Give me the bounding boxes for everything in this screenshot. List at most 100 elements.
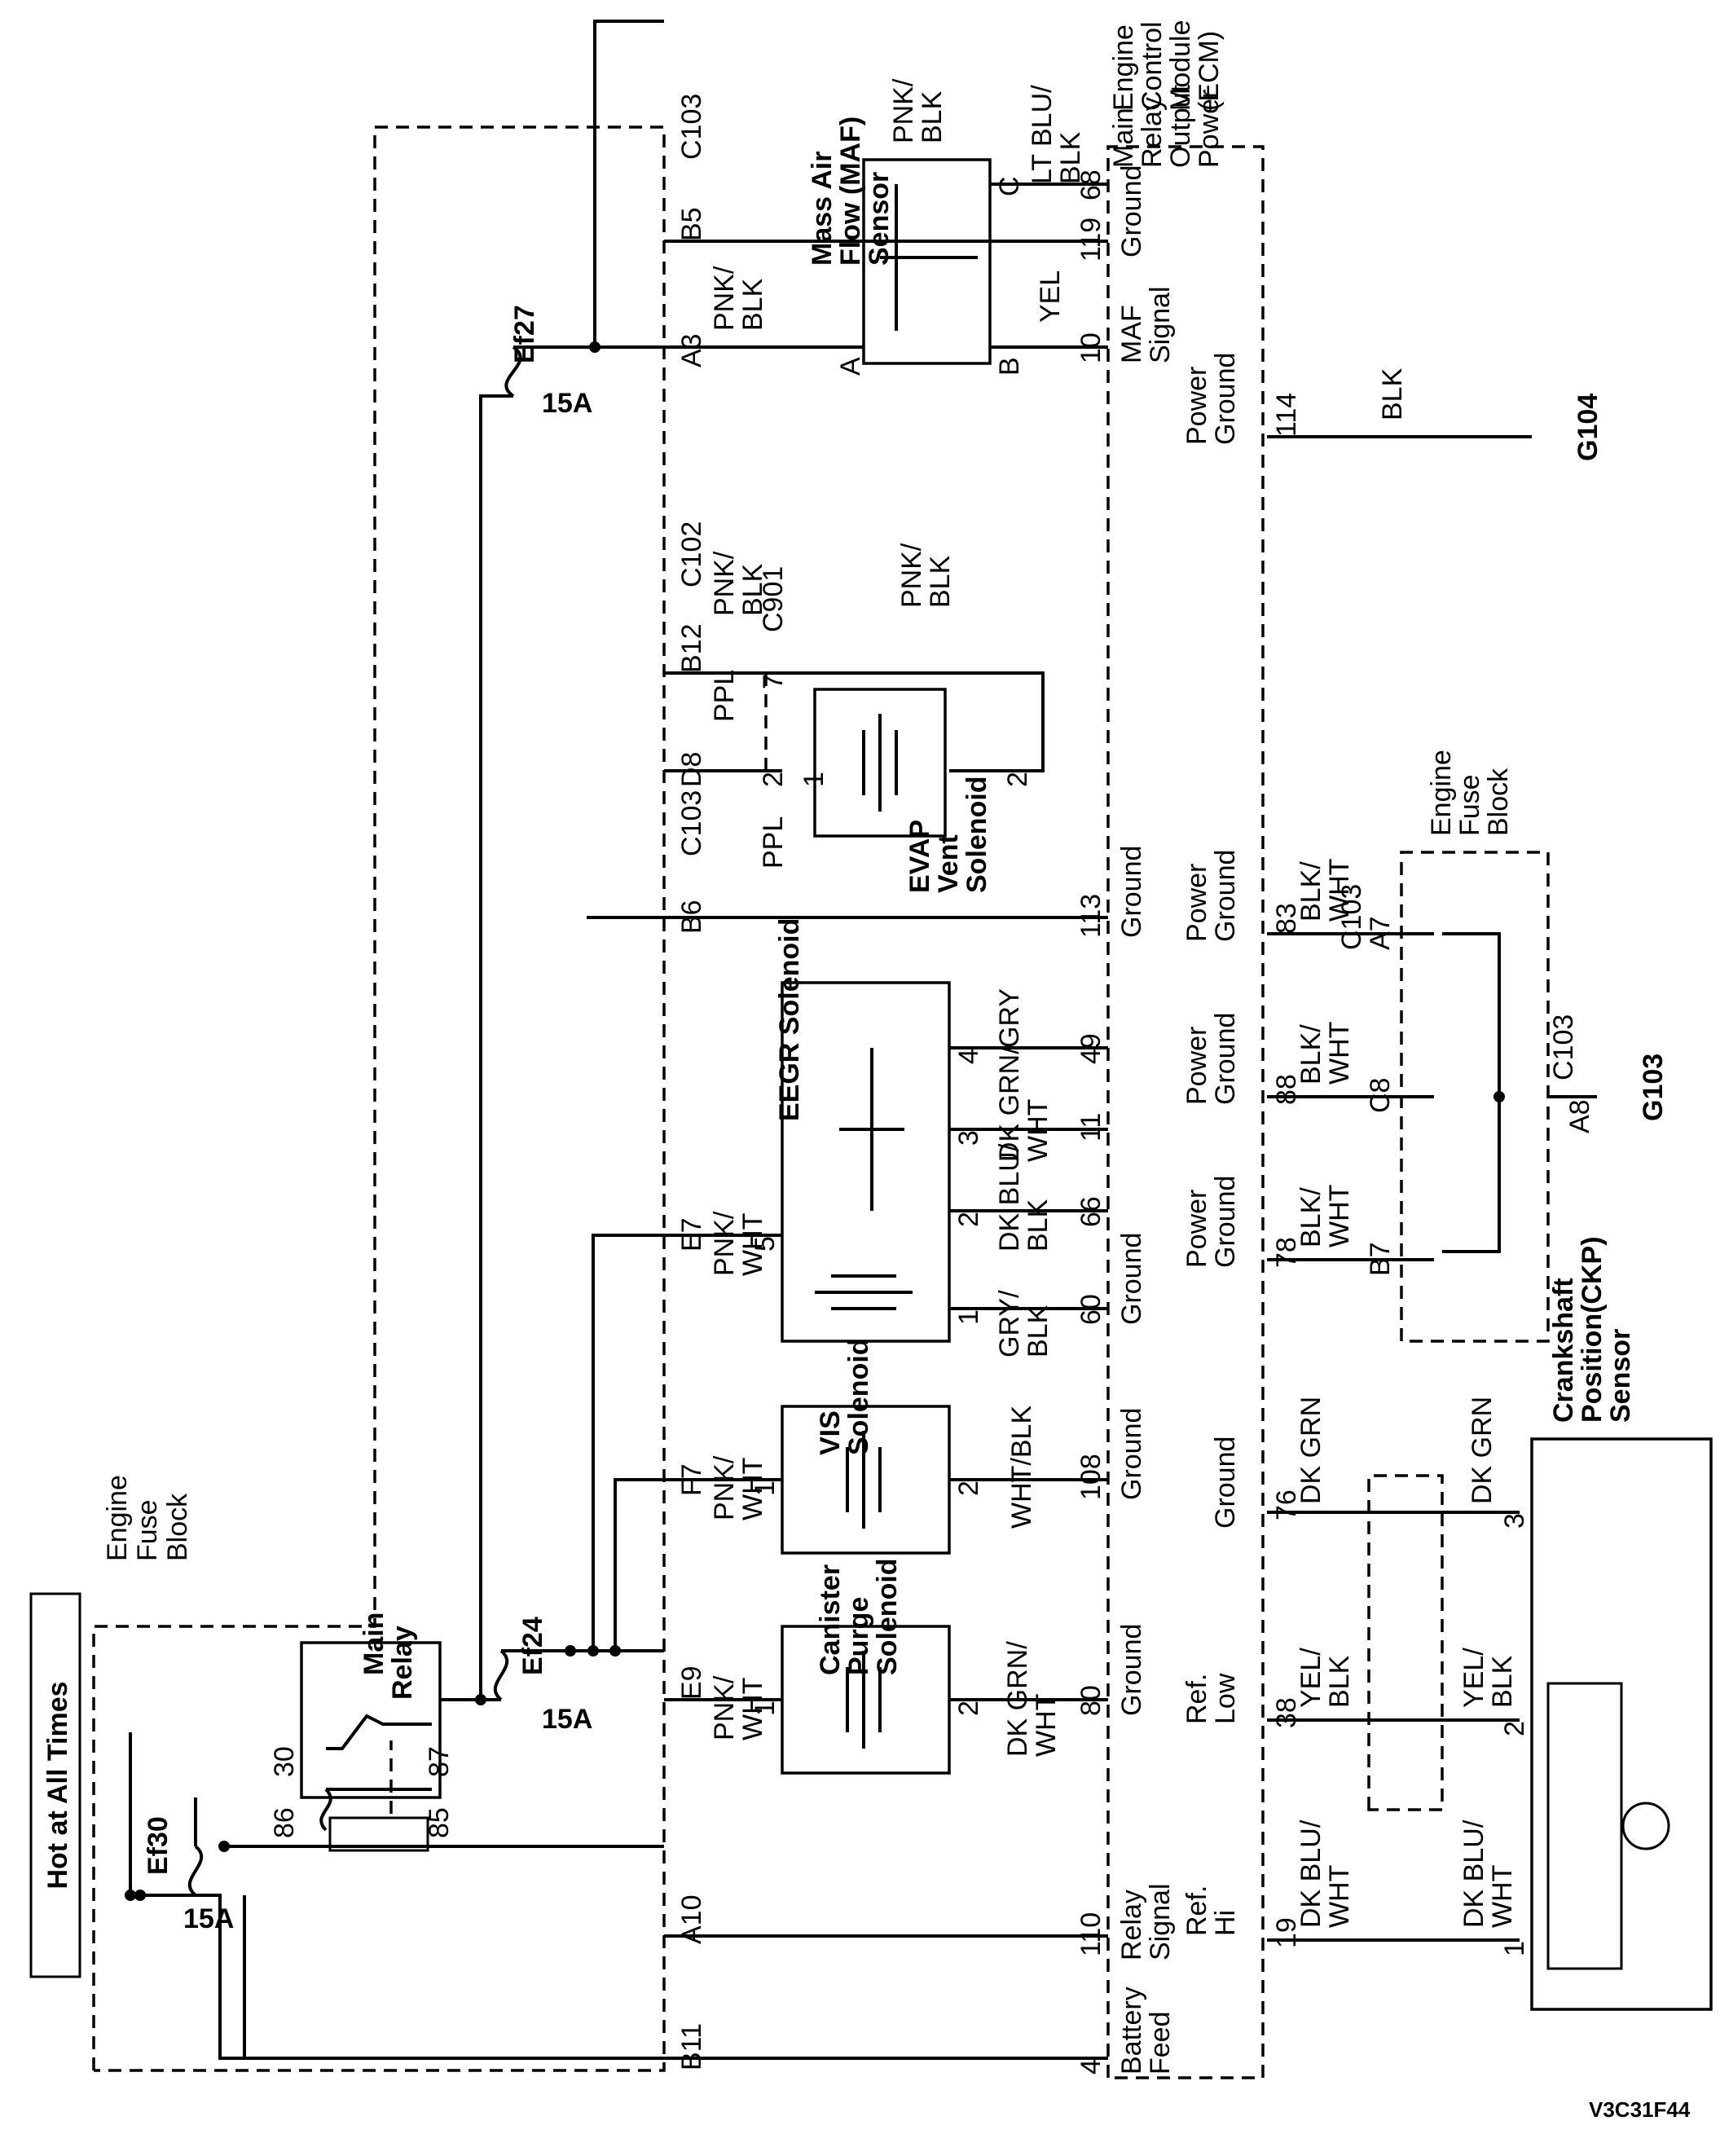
junction [565, 1645, 576, 1657]
ecm-pin: 49 [1076, 1033, 1106, 1064]
ecm-pin-label: MAF [1116, 305, 1147, 363]
wire-label: GRY/ [994, 1290, 1025, 1357]
lower-fuse-block-label-3: Block [1483, 768, 1514, 836]
wire-label: PNK/ [709, 1455, 740, 1520]
wire-label: BLK [1023, 1199, 1054, 1252]
lower-pin-a8: A8 [1564, 1099, 1595, 1133]
junction [125, 1890, 136, 1901]
ecm-pin: 119 [1076, 218, 1106, 262]
canister-label-1: Canister [815, 1564, 846, 1675]
ckp-label-3: Sensor [1605, 1329, 1636, 1423]
wire-label: DK BLU/ [1458, 1819, 1489, 1928]
vis-pin-2: 2 [953, 1481, 984, 1496]
wire-label: PNK/ [896, 543, 927, 608]
battery-feed-to-b11 [243, 1895, 664, 2060]
relay-pin-30: 30 [269, 1746, 300, 1777]
eegr-solenoid [781, 981, 951, 1343]
ground-pin: 76 [1271, 1489, 1302, 1520]
wire-label: PNK/ [888, 78, 919, 143]
canister-label-3: Solenoid [872, 1558, 903, 1675]
maf-label-3: Sensor [864, 172, 895, 266]
ground-pin-label: Power [1181, 1190, 1212, 1268]
solenoid-coil-icon [815, 1274, 913, 1310]
lower-fuse-block-label-2: Fuse [1454, 774, 1485, 836]
maf-label-1: Mass Air [807, 152, 838, 266]
c901-pin-b: 7 [758, 674, 789, 689]
ecm-pin: 68 [1076, 169, 1106, 200]
lower-fuse-block-label-1: Engine [1426, 750, 1457, 836]
connector-pin: E9 [676, 1665, 707, 1700]
wire-label: YEL/ [1295, 1648, 1326, 1708]
fuse-ef24-rating: 15A [542, 1704, 592, 1735]
fuse-ef27-icon [504, 345, 522, 398]
main-relay-label-2: Relay [387, 1626, 418, 1700]
ground-pin: 19 [1271, 1917, 1302, 1948]
ecm-pin-label: Ground [1116, 165, 1147, 257]
c901-pin-a: 2 [758, 772, 789, 787]
relay-resistor-icon [328, 1816, 429, 1852]
wire-label: WHT [737, 1458, 768, 1520]
ground-pin-label: Ground [1210, 1176, 1241, 1268]
wire-label: BLK/ [1295, 1024, 1326, 1085]
ckp-pin-3: 3 [1499, 1513, 1530, 1529]
solenoid-coil-icon [846, 1651, 882, 1749]
ground-pin: 114 [1271, 393, 1302, 437]
maf-label-2: Flow (MAF) [835, 117, 866, 266]
eegr-pin-1: 1 [953, 1309, 984, 1325]
wire-evap-out [782, 671, 1045, 772]
lower-pin-a7: A7 [1365, 916, 1396, 950]
relay-pin-86: 86 [269, 1807, 300, 1838]
engine-fuse-block-label-3: Block [162, 1493, 193, 1561]
lower-ground-bus [1442, 932, 1501, 1253]
canister-pin-2: 2 [953, 1701, 984, 1716]
fuse-ef27-rating: 15A [542, 388, 592, 419]
ecm-pin-labels: 4 Battery Feed 110 Relay Signal 80 Groun… [1076, 84, 1225, 2075]
maf-resistor-icon [880, 184, 978, 331]
wire-label: BLK [737, 278, 768, 331]
ckp-label-1: Crankshaft [1548, 1278, 1579, 1423]
fuse-ef27-name: Ef27 [509, 305, 540, 363]
ckp-shield [1367, 1474, 1444, 1811]
ground-pin-label: Low [1210, 1673, 1241, 1724]
wire-label: WHT [1023, 1099, 1054, 1162]
ground-pin: 83 [1271, 903, 1302, 934]
wire-label: WHT [1031, 1694, 1062, 1757]
eegr-resistor-icon [839, 1048, 904, 1211]
ef27-to-c102 [593, 20, 664, 347]
wire-label: BLK/ [1295, 861, 1326, 922]
wire-label: PNK/ [709, 266, 740, 331]
evap-pin-1: 1 [798, 772, 829, 787]
main-relay-box [300, 1641, 442, 1799]
lower-pin-b7: B7 [1365, 1242, 1396, 1276]
relay-coil-icon [319, 1788, 432, 1832]
ground-pin: 38 [1271, 1697, 1302, 1728]
ecm-pin-label: Signal [1145, 1883, 1176, 1960]
eegr-label: EEGR Solenoid [774, 918, 805, 1121]
wire-label: DK BLU/ [1295, 1819, 1326, 1928]
ecm-pin: 60 [1076, 1294, 1106, 1325]
connector-conn: C103 [676, 790, 707, 856]
wire-label: LT BLU/ [1027, 85, 1058, 184]
ecm-label-4: (ECM) [1194, 31, 1225, 111]
wire-label: WHT [1487, 1865, 1518, 1928]
evap-vent-solenoid [813, 688, 947, 838]
c901-conn: C901 [758, 566, 789, 632]
connector-conn: C102 [676, 521, 707, 587]
hot-at-all-times-label: Hot at All Times [42, 1681, 73, 1889]
wire-label: DK GRN/ [994, 1046, 1025, 1162]
evap-label-3: Solenoid [961, 776, 992, 893]
wire-colour-labels: PNK/ WHT DK GRN/ WHT PNK/ WHT WHT/BLK PN… [709, 78, 1086, 1757]
ground-pin-label: Ground [1210, 353, 1241, 445]
ckp-pin-2: 2 [1499, 1721, 1530, 1736]
wire-label: WHT [737, 1678, 768, 1740]
wire-label: PPL [758, 816, 789, 869]
maf-pin-c: C [994, 176, 1025, 196]
eegr-pin-2: 2 [953, 1212, 984, 1227]
ground-pin-label: Power [1181, 367, 1212, 445]
junction [1493, 1091, 1505, 1102]
battery-feed-wire [129, 1732, 664, 2060]
solenoid-coil-icon [846, 1431, 882, 1529]
ground-pin-label: Ground [1210, 850, 1241, 942]
fuse-ef24-icon [493, 1649, 509, 1701]
fuse-ef30-name: Ef30 [143, 1816, 174, 1875]
